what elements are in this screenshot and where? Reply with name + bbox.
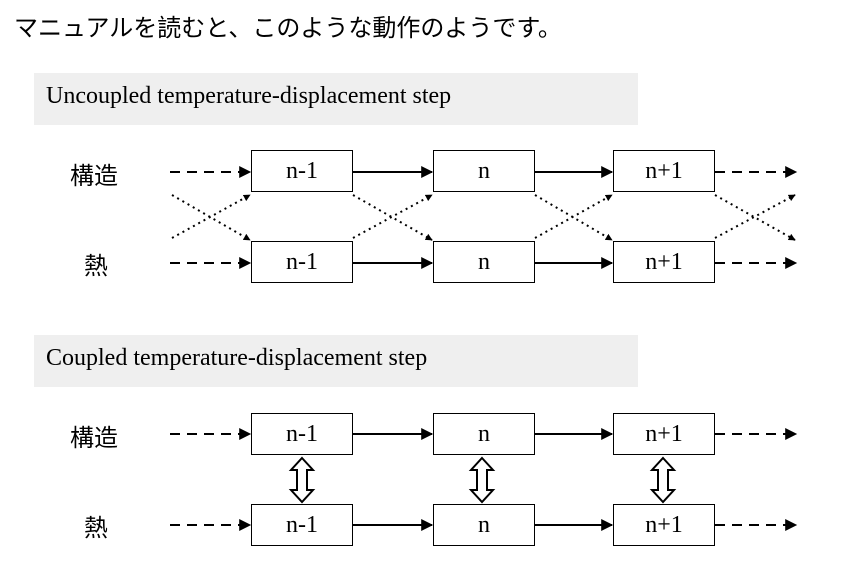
arrow-cross-dotted	[352, 194, 433, 241]
coupled-structure-box-next: n+1	[613, 413, 715, 455]
coupled-thermal-label: 熱	[84, 514, 108, 542]
uncoupled-thermal-box-current: n	[433, 241, 535, 283]
uncoupled-thermal-box-next: n+1	[613, 241, 715, 283]
coupled-thermal-box-prev: n-1	[251, 504, 353, 546]
double-arrow-coupling	[288, 456, 316, 504]
arrow-cross-dotted	[534, 194, 613, 239]
coupled-structure-box-prev: n-1	[251, 413, 353, 455]
arrow-cross-dotted	[714, 194, 796, 241]
arrow-cross-dotted	[171, 194, 251, 241]
uncoupled-thermal-label: 熱	[84, 252, 108, 280]
uncoupled-thermal-box-prev: n-1	[251, 241, 353, 283]
uncoupled-structure-box-prev: n-1	[251, 150, 353, 192]
intro-text: マニュアルを読むと、このような動作のようです。	[14, 14, 562, 42]
uncoupled-section-header: Uncoupled temperature-displacement step	[34, 73, 638, 125]
coupled-section-title: Coupled temperature-displacement step	[46, 345, 428, 371]
coupled-structure-label: 構造	[70, 424, 118, 452]
uncoupled-structure-box-current: n	[433, 150, 535, 192]
double-arrow-coupling	[468, 456, 496, 504]
uncoupled-structure-label: 構造	[70, 162, 118, 190]
coupled-structure-box-current: n	[433, 413, 535, 455]
coupled-thermal-box-current: n	[433, 504, 535, 546]
uncoupled-structure-box-next: n+1	[613, 150, 715, 192]
coupled-section-header: Coupled temperature-displacement step	[34, 335, 638, 387]
double-arrow-coupling	[649, 456, 677, 504]
uncoupled-section-title: Uncoupled temperature-displacement step	[46, 83, 452, 109]
coupled-thermal-box-next: n+1	[613, 504, 715, 546]
